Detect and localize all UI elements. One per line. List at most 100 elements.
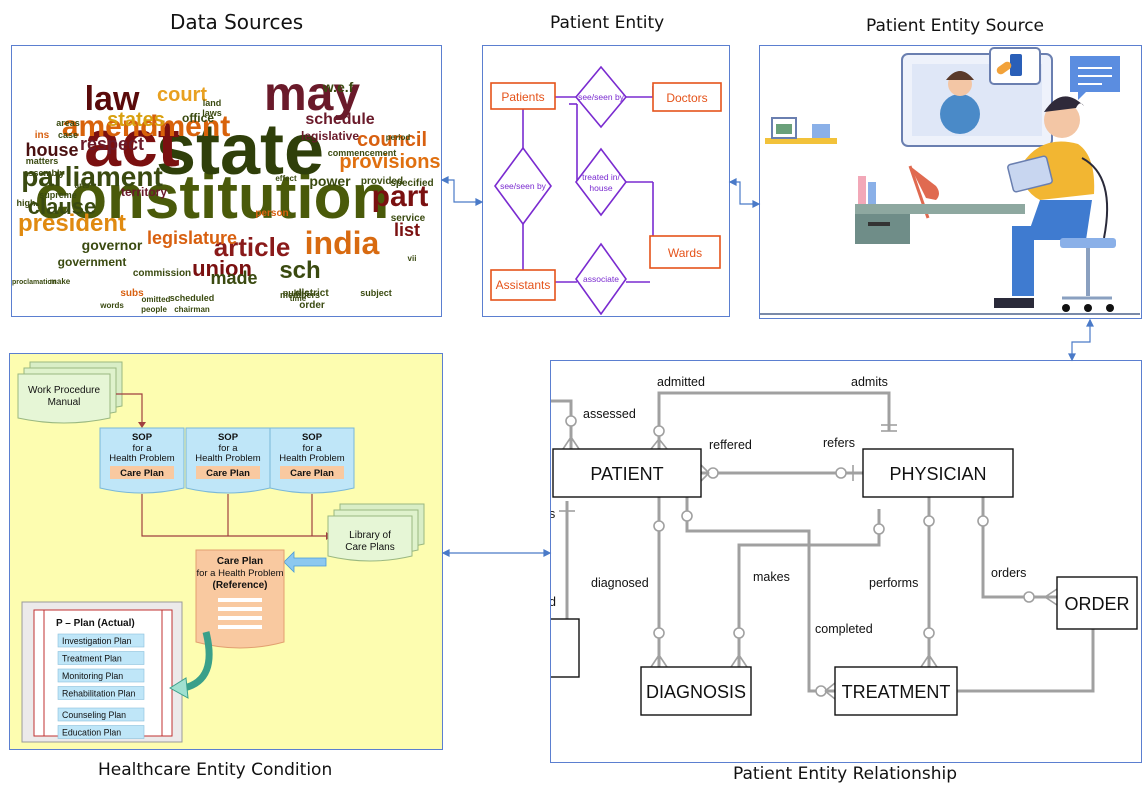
word-cloud-word: council	[357, 129, 427, 151]
rel-diamond-4	[575, 242, 627, 316]
entity-doctors	[652, 82, 722, 112]
entity-label-wards: Wards	[668, 246, 702, 260]
connector-2	[730, 181, 754, 205]
entity-partial	[546, 618, 580, 678]
rel-diamond-2	[494, 146, 552, 226]
word-cloud-word: proclamation	[12, 279, 56, 286]
word-cloud-word: commencement	[328, 148, 397, 158]
title-healthcare-entity-condition: Healthcare Entity Condition	[98, 760, 333, 780]
entity-physician	[862, 448, 1014, 498]
sop-care-plan-label: Care Plan	[206, 468, 250, 479]
word-cloud-word: president	[18, 210, 126, 237]
word-cloud-word: chairman	[174, 305, 210, 314]
word-cloud-word: matters	[26, 156, 59, 166]
work-procedure-manual-doc	[17, 361, 123, 424]
plan-item-3	[57, 668, 145, 683]
word-cloud-word: high	[17, 198, 36, 208]
label-makes: makes	[753, 570, 790, 584]
word-cloud-word: w.e.f	[322, 79, 354, 95]
entity-patient	[552, 448, 702, 498]
word-cloud-word: laws	[202, 108, 222, 118]
rel-label-2: see/seen by	[500, 181, 547, 191]
word-cloud-word: period	[386, 133, 411, 142]
word-cloud-word: effect	[275, 174, 297, 183]
word-cloud-word: government	[58, 255, 127, 269]
plan-item-label: Investigation Plan	[62, 636, 132, 646]
sop-text: SOP	[302, 432, 323, 443]
word-cloud-word: specified	[390, 178, 433, 189]
title-data-sources: Data Sources	[170, 10, 304, 34]
word-cloud-word: scheduled	[170, 293, 215, 303]
plan-item-5	[57, 707, 145, 722]
rel-label-3: treated in/house	[582, 172, 620, 193]
word-cloud-word: subs	[120, 288, 144, 299]
title-patient-entity-relationship: Patient Entity Relationship	[733, 764, 957, 784]
sop-text: Health Problem	[279, 453, 345, 464]
entity-label-assistants: Assistants	[496, 278, 551, 292]
rel-diamond-3	[574, 147, 628, 217]
word-cloud-word: clause	[28, 194, 97, 219]
word-cloud-word: union	[192, 256, 252, 281]
word-cloud-word: made	[210, 268, 257, 288]
entity-order	[1056, 576, 1138, 630]
patient-er-diagram: Patients Doctors Assistants Wards see/se…	[490, 65, 722, 316]
rel-label-1: see/seen by	[578, 92, 625, 102]
word-cloud-word: part	[372, 180, 429, 213]
word-cloud-word: land	[203, 98, 222, 108]
word-cloud-word: legislative	[301, 129, 359, 143]
plan-item-label: Rehabilitation Plan	[62, 689, 135, 699]
rel-label-4: associate	[583, 274, 619, 284]
word-cloud-word: provisions	[339, 151, 440, 173]
entity-label-patient: PATIENT	[590, 464, 663, 484]
plan-item-label: Monitoring Plan	[62, 671, 123, 681]
curve-arrow-icon	[182, 631, 213, 692]
connector-3	[1071, 320, 1091, 356]
word-cloud-word: people	[141, 305, 167, 314]
label-reffered: reffered	[709, 438, 752, 452]
sop-text: Health Problem	[195, 453, 261, 464]
ref-care-plan-tag: (Reference)	[212, 580, 267, 591]
sop-text: SOP	[132, 432, 153, 443]
word-cloud-word: constitution	[35, 163, 390, 232]
plan-item-2	[57, 651, 145, 665]
sop-care-plan-label: Care Plan	[290, 468, 334, 479]
word-cloud-word: person	[255, 208, 288, 219]
sop-text: for a	[132, 443, 152, 454]
label-diagnosed: diagnosed	[591, 576, 649, 590]
word-cloud-word: case	[58, 130, 78, 140]
label-orders: orders	[991, 566, 1026, 580]
entity-label-physician: PHYSICIAN	[889, 464, 986, 484]
entity-assistants	[490, 269, 556, 301]
rel-diamond-1	[574, 65, 628, 129]
word-cloud-word: amendment	[62, 110, 230, 143]
word-cloud-word: ins	[35, 130, 50, 141]
sop-text: for a	[302, 443, 322, 454]
label-partial-d: d	[551, 595, 556, 609]
word-cloud-word: states	[107, 109, 165, 131]
entity-treatment	[834, 666, 958, 716]
word-cloud-word: provided	[361, 176, 403, 187]
title-patient-entity-source: Patient Entity Source	[866, 16, 1045, 36]
word-cloud-word: arts	[75, 181, 90, 190]
word-cloud-word: respect	[80, 134, 144, 154]
patient-entity-source-panel	[759, 45, 1142, 319]
word-cloud-word: article	[214, 232, 291, 262]
sop-care-plan-label: Care Plan	[120, 468, 164, 479]
entity-label-treatment: TREATMENT	[842, 682, 951, 702]
entity-label-patients: Patients	[501, 90, 544, 104]
word-cloud-word: office	[182, 111, 214, 125]
word-cloud-word: district	[295, 288, 329, 299]
plan-title: P – Plan (Actual)	[56, 618, 135, 629]
word-cloud-word: governor	[82, 237, 143, 253]
laptop-icon	[1007, 155, 1053, 193]
plan-item-label: Counseling Plan	[62, 710, 126, 720]
word-cloud-word: schedule	[305, 111, 374, 128]
word-cloud-word: make	[50, 277, 71, 286]
word-cloud-word: words	[99, 301, 124, 310]
